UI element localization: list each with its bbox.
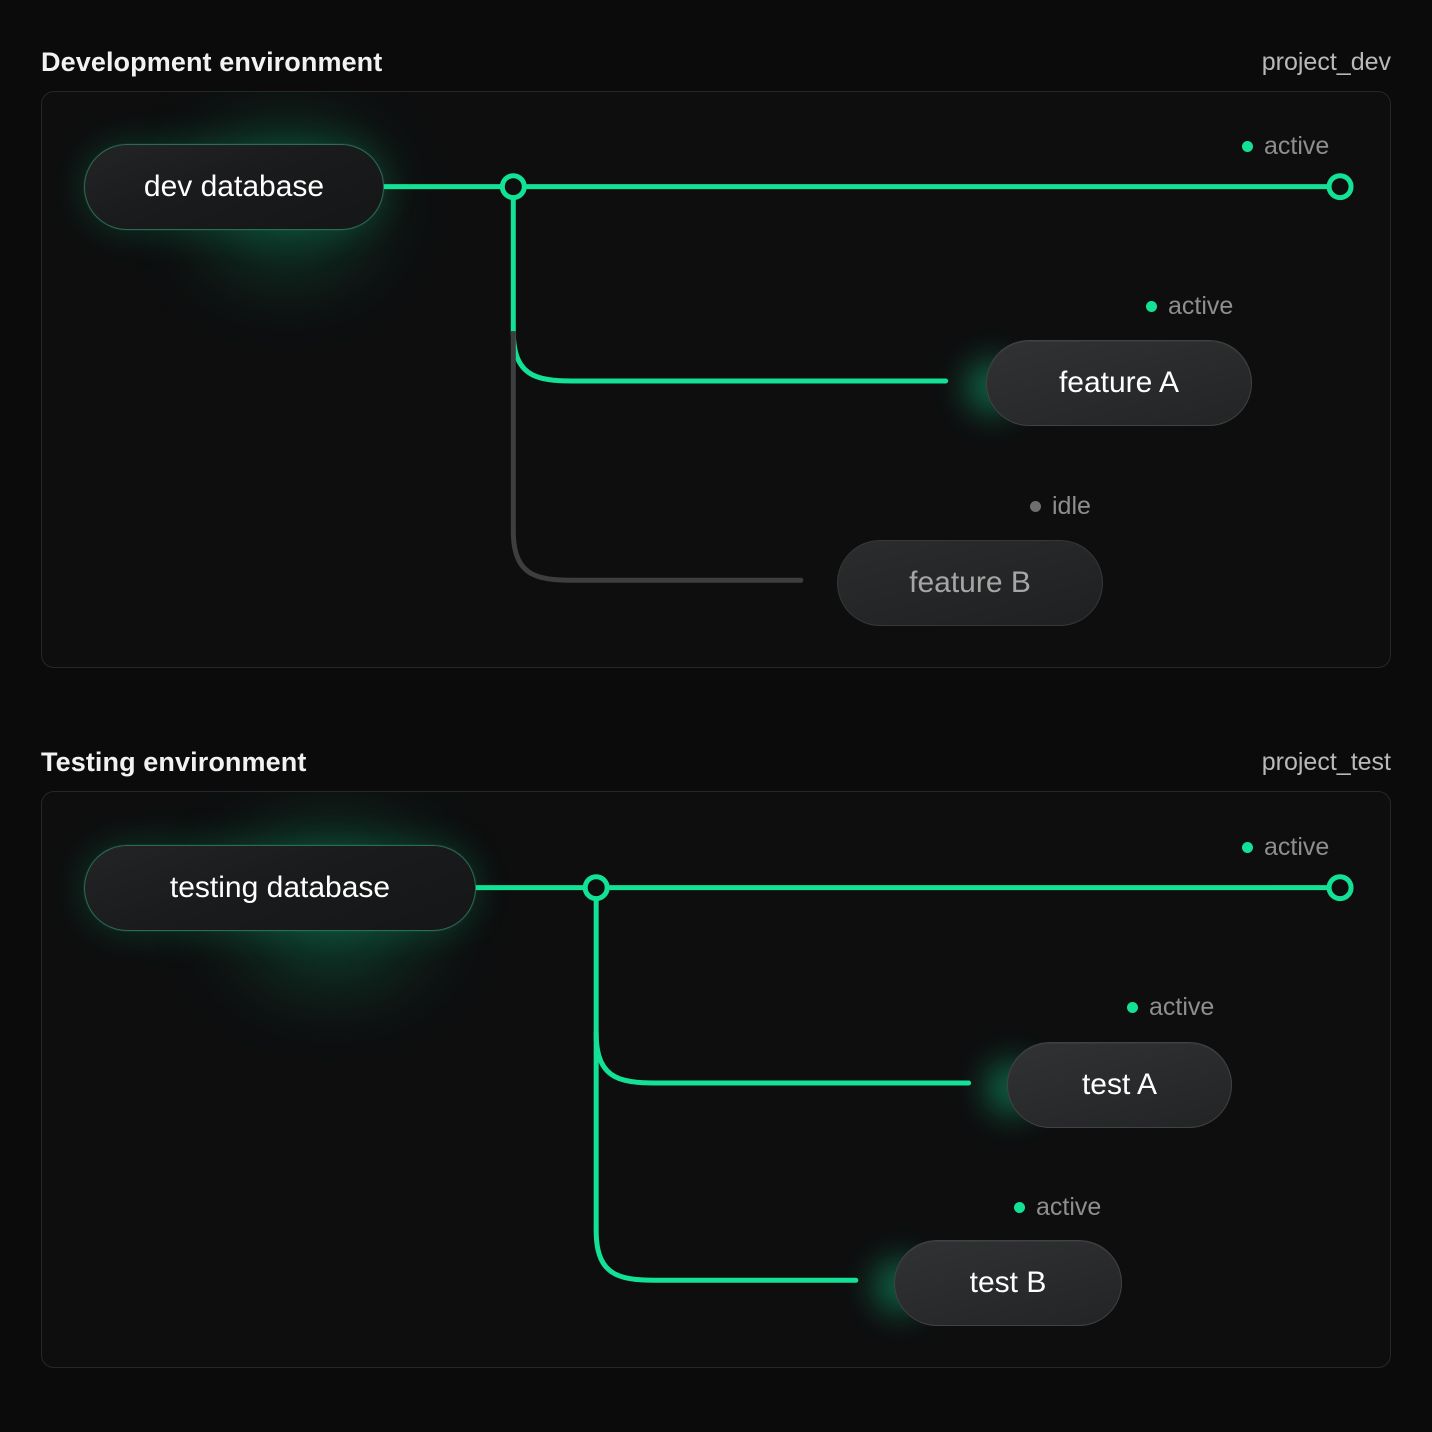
dev-branch-feature-b xyxy=(510,527,804,583)
status-dot-icon xyxy=(1014,1202,1025,1213)
node-dev-database-label: dev database xyxy=(143,170,325,203)
status-dot-icon xyxy=(1030,501,1041,512)
status-test-b: active xyxy=(1014,1195,1101,1220)
node-test-a-label: test A xyxy=(1081,1068,1158,1101)
dev-branch-feature-a xyxy=(510,328,949,384)
status-dot-icon xyxy=(1146,301,1157,312)
status-feature-a: active xyxy=(1146,294,1233,319)
status-feature-b: idle xyxy=(1030,494,1091,519)
node-feature-b[interactable]: feature B xyxy=(837,540,1103,626)
node-feature-b-label: feature B xyxy=(909,566,1031,599)
testing-connector-canvas xyxy=(42,792,1390,1367)
page-title-testing: Testing environment xyxy=(41,746,307,777)
status-feature-a-label: active xyxy=(1168,292,1234,320)
dev-endpoint-node[interactable] xyxy=(1326,173,1354,201)
status-test-trunk: active xyxy=(1242,835,1329,860)
test-junction-node[interactable] xyxy=(582,874,610,902)
status-dev-trunk: active xyxy=(1242,134,1329,159)
status-test-trunk-label: active xyxy=(1264,833,1330,861)
test-branch-test-a xyxy=(593,1030,972,1086)
testing-header: Testing environment project_test xyxy=(0,733,1432,791)
status-dot-icon xyxy=(1242,842,1253,853)
section-development: Development environment project_dev xyxy=(0,33,1432,668)
node-dev-database[interactable]: dev database xyxy=(84,144,384,230)
node-test-a[interactable]: test A xyxy=(1007,1042,1232,1128)
node-feature-a[interactable]: feature A xyxy=(986,340,1252,426)
node-testing-database[interactable]: testing database xyxy=(84,845,476,931)
status-dot-icon xyxy=(1242,141,1253,152)
test-endpoint-node[interactable] xyxy=(1326,874,1354,902)
node-feature-a-label: feature A xyxy=(1058,366,1180,399)
testing-card: testing database test A test B active ac… xyxy=(41,791,1391,1368)
node-testing-database-label: testing database xyxy=(169,871,391,904)
project-label-development: project_dev xyxy=(1261,47,1391,76)
status-test-a-label: active xyxy=(1149,993,1215,1021)
node-test-b-label: test B xyxy=(969,1266,1047,1299)
dev-junction-node[interactable] xyxy=(499,173,527,201)
development-header: Development environment project_dev xyxy=(0,33,1432,91)
status-test-a: active xyxy=(1127,995,1214,1020)
node-test-b[interactable]: test B xyxy=(894,1240,1122,1326)
project-label-testing: project_test xyxy=(1261,747,1391,776)
status-feature-b-label: idle xyxy=(1052,492,1091,520)
status-test-b-label: active xyxy=(1036,1193,1102,1221)
status-dev-trunk-label: active xyxy=(1264,132,1330,160)
development-card: dev database feature A feature B active … xyxy=(41,91,1391,668)
section-testing: Testing environment project_test xyxy=(0,733,1432,1368)
development-connector-canvas xyxy=(42,92,1390,667)
page-title-development: Development environment xyxy=(41,46,383,77)
status-dot-icon xyxy=(1127,1002,1138,1013)
test-branch-test-b xyxy=(593,1227,859,1283)
